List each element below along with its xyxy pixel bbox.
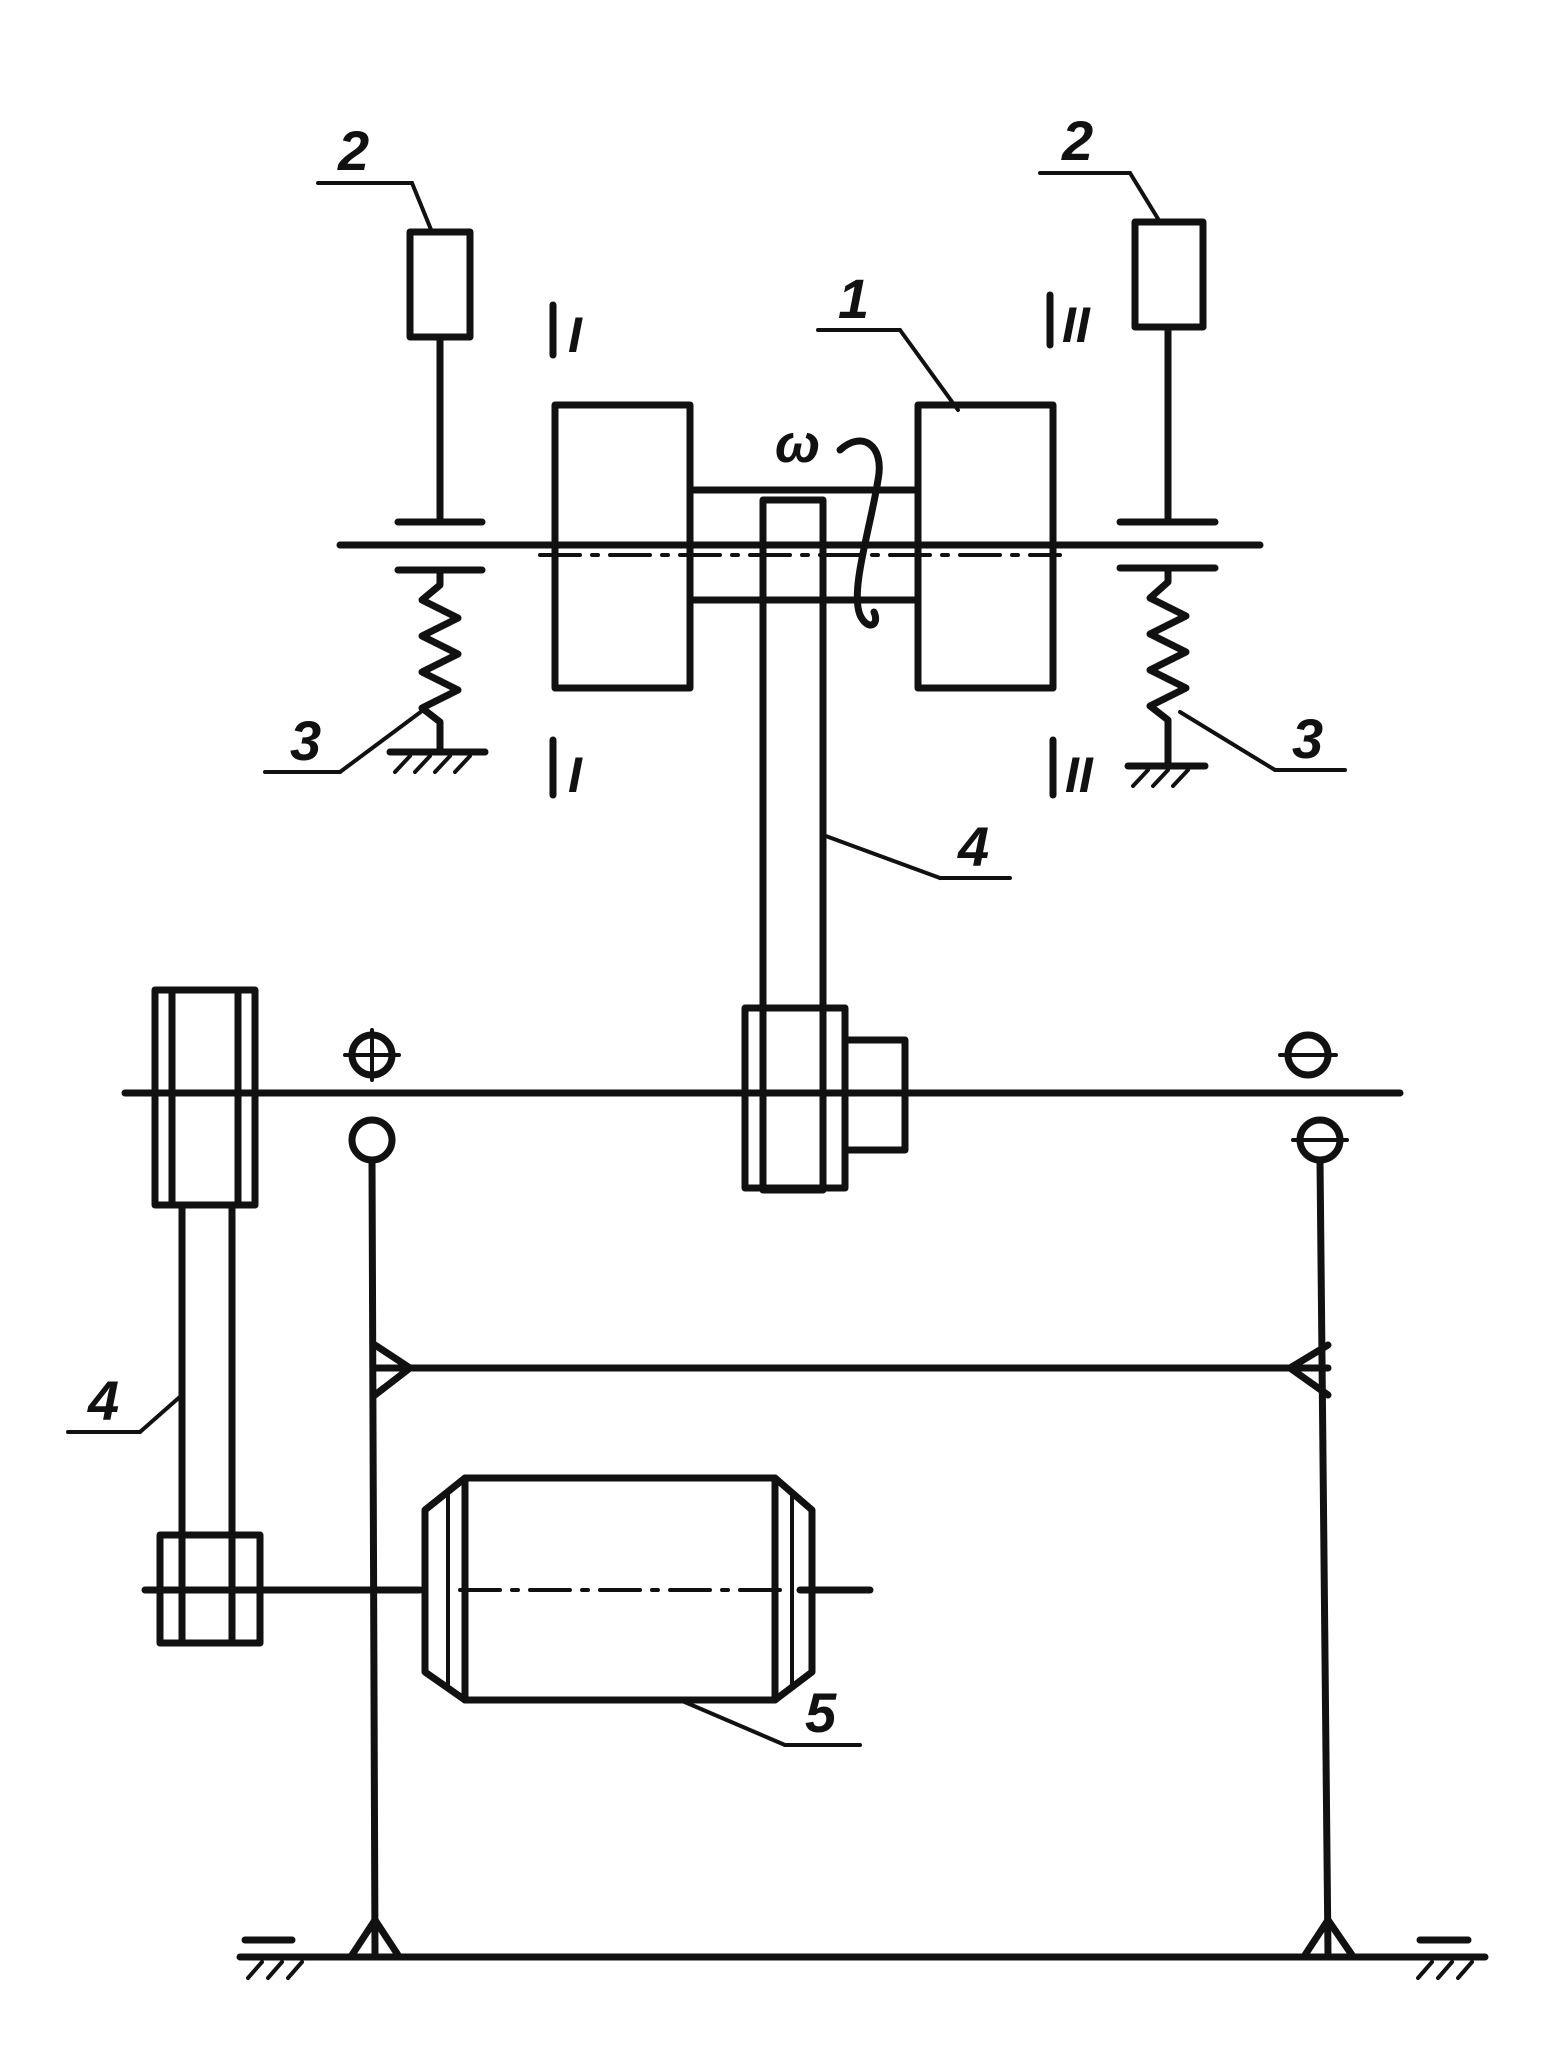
electric-motor-icon [421,1474,816,1704]
label-4-left: 4 [87,1369,119,1432]
label-4-mid: 4 [957,815,989,878]
belt-icon [178,1201,236,1539]
rotor-disc-left [551,401,694,692]
svg-text:I: I [568,747,583,803]
svg-text:II: II [1065,747,1094,803]
bearing-icon [1278,1031,1349,1164]
label-2-right: 2 [1061,109,1093,172]
leader-lines [66,171,1347,1747]
left-vibration-sensor [394,228,486,574]
spring-icon [418,566,462,756]
support-frame [236,1156,1489,1961]
omega-label: ω [775,414,820,474]
rotor-hub [686,486,922,604]
pulley-icon [741,1004,909,1192]
rotation-arrow-icon [836,437,883,629]
rotor-disc-right [914,401,1057,692]
section-mark-II-bottom: II [1049,736,1094,803]
ground-hatch-icon [1124,762,1209,788]
svg-text:I: I [568,307,583,363]
pulley-icon [151,986,259,1209]
ground-hatch-icon [386,748,489,774]
spring-icon [1146,564,1190,770]
label-3-left: 3 [290,709,321,772]
section-mark-II-top: II [1046,291,1091,353]
ground-hatch-icon [1416,1936,1474,1980]
ground-hatch-icon [241,1936,304,1980]
upper-shaft [336,541,1264,557]
section-mark-I-bottom: I [549,736,583,803]
label-2-left: 2 [337,119,369,182]
label-3-right: 3 [1292,707,1323,770]
right-vibration-sensor [1116,218,1219,572]
svg-text:II: II [1062,297,1091,353]
label-1: 1 [838,267,869,330]
section-mark-I-top: I [549,301,583,363]
label-5: 5 [805,1681,837,1744]
